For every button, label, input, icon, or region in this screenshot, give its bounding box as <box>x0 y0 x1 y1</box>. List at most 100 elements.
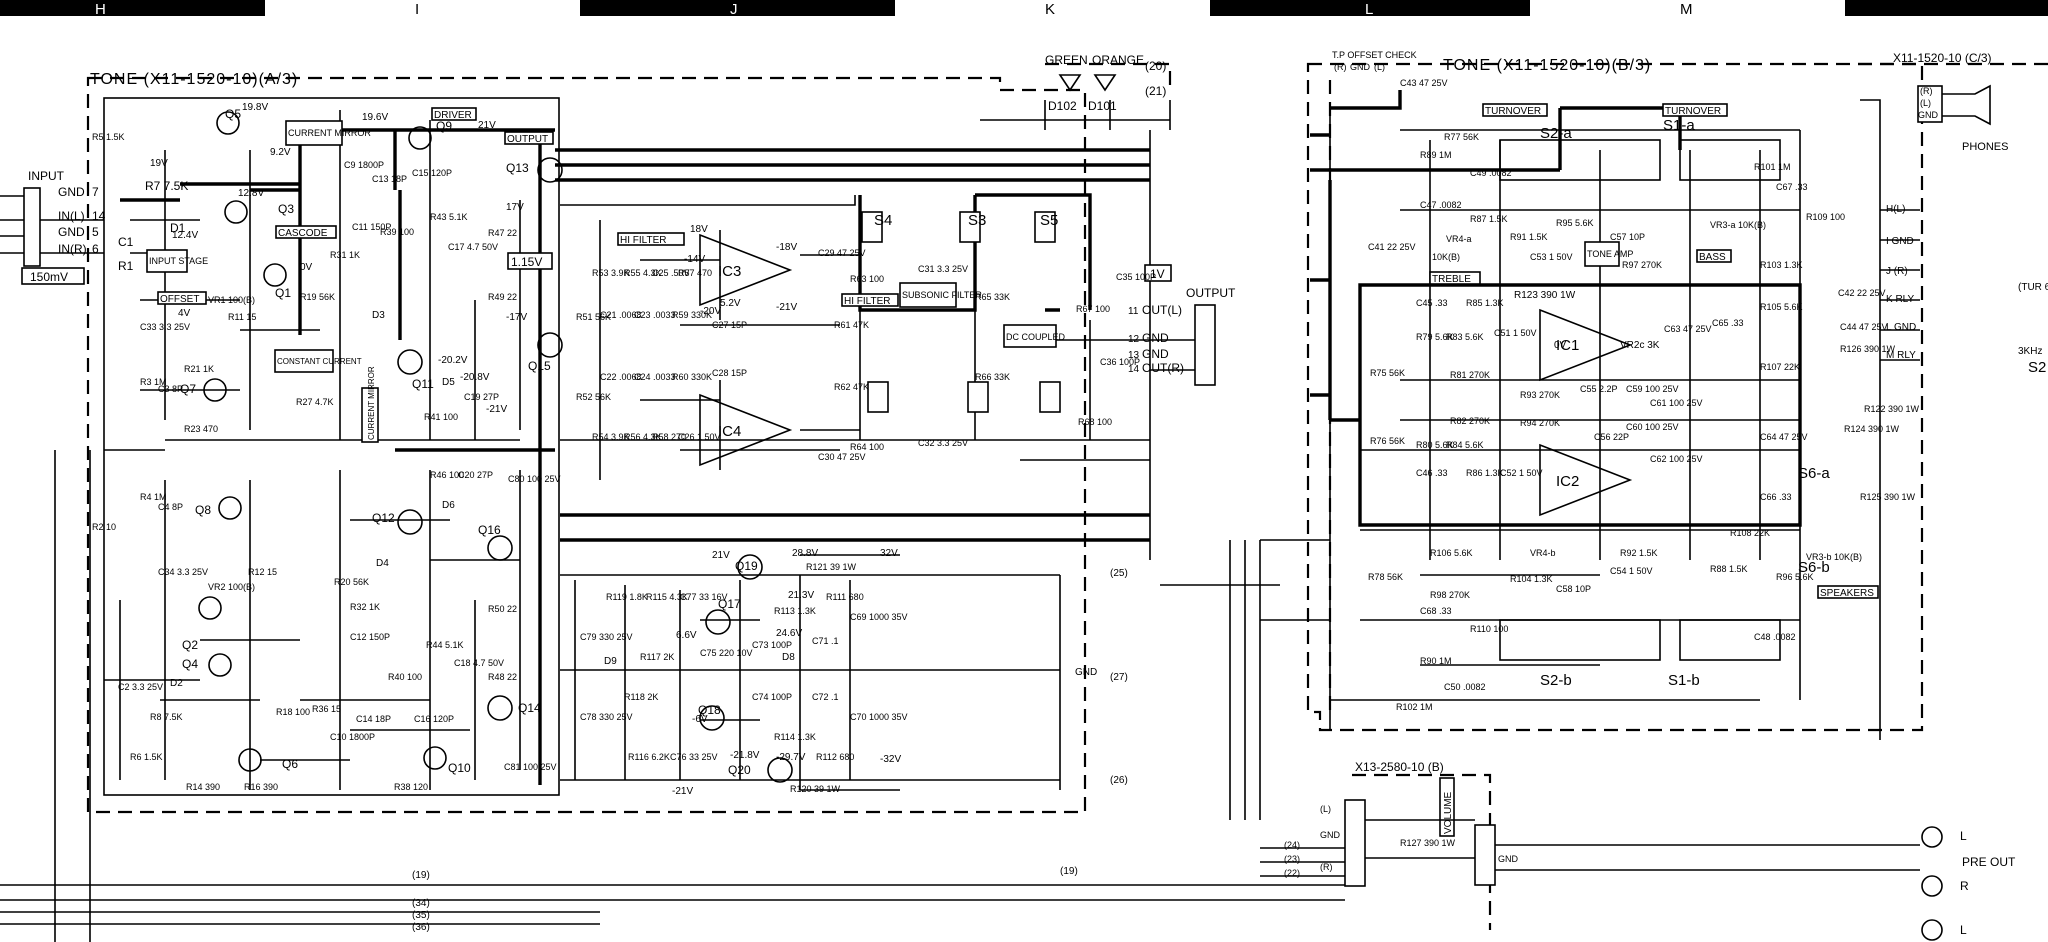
ps-m218v: -21.8V <box>730 750 760 761</box>
output-terminal: OUTPUT OUT(L) GND GND OUT(R) 11 12 13 14 <box>1128 286 1236 386</box>
comp-a-r38: R38 120 <box>394 782 428 792</box>
q8-label: Q8 <box>195 503 211 517</box>
comp-a-c20: C20 27P <box>458 470 493 480</box>
preout-r: R <box>1960 879 1969 893</box>
grid-col-k: K <box>1045 1 1055 18</box>
comp-d-r122: R126 390 1W <box>1840 344 1896 354</box>
comp-d-20v: 0V <box>1554 340 1567 351</box>
ic3-label: IC3 <box>718 263 741 280</box>
comp-d-r89: R89 1M <box>1420 150 1452 160</box>
comp-b-c22: C22 .0068 <box>600 372 642 382</box>
comp-b-c28: C28 15P <box>712 368 747 378</box>
comp-a-r47: R47 22 <box>488 228 517 238</box>
relay-j: J (R) <box>1886 266 1908 277</box>
comp-d-c56: C56 22P <box>1594 432 1629 442</box>
comp-b-r58: R58 270 <box>652 432 686 442</box>
comp-a-c9: C9 1800P <box>344 160 384 170</box>
phones-pin-r: (R) <box>1920 86 1933 96</box>
comp-c-c73: C73 100P <box>752 640 792 650</box>
ps-n26: (26) <box>1110 775 1128 786</box>
q10-label: Q10 <box>448 761 471 775</box>
switch-s2-label: S2 <box>2028 359 2046 376</box>
volume-num-23: (23) <box>1284 854 1300 864</box>
comp-c-d8: D8 <box>782 652 795 663</box>
comp-c-213v: 21.3V <box>788 590 814 601</box>
comp-d-r125: R124 390 1W <box>1844 424 1900 434</box>
comp-d-c62: C62 100 25V <box>1650 454 1703 464</box>
tone-a-wiring <box>54 110 521 942</box>
comp-a-vr2: VR2 100(B) <box>208 582 255 592</box>
led-green-label: GREEN <box>1045 53 1088 67</box>
comp-b-c31: C31 3.3 25V <box>918 264 968 274</box>
volume-num-24: (24) <box>1284 840 1300 850</box>
led-orange-label: ORANGE <box>1092 53 1144 67</box>
relay-hl: H(L) <box>1886 204 1905 215</box>
volume-num-22: (22) <box>1284 868 1300 878</box>
comp-a-c2: C2 3.3 25V <box>118 682 163 692</box>
comp-d-vr4b: R106 5.6K <box>1430 548 1473 558</box>
comp-c-c69: C69 1000 35V <box>850 612 908 622</box>
comp-c-r119: R119 1.8K <box>606 592 648 602</box>
comp-d-c41: C41 22 25V <box>1368 242 1416 252</box>
comp-a-c81: C81 100 25V <box>504 762 557 772</box>
comp-b-r62: R62 47K <box>834 382 869 392</box>
comp-d-c51: C51 1 50V <box>1494 328 1537 338</box>
comp-b-m21v: -21V <box>776 302 797 313</box>
grid-col-m: M <box>1680 1 1693 18</box>
comp-d-m215v: VR2c 3K <box>1620 340 1660 351</box>
comp-d-r92: R104 1.3K <box>1510 574 1553 584</box>
comp-d-r127: R122 390 1W <box>1864 404 1920 414</box>
volume-pin-r: (R) <box>1320 862 1333 872</box>
offset-check-pin-l: (L) <box>1374 62 1385 72</box>
comp-a-r1: R1 <box>118 259 134 273</box>
tone-a-components: R7 7.5K C1 D1 R1 12.8V 12.4V 19V 19.8V 1… <box>92 102 561 792</box>
label-current-mirror-2: CURRENT MIRROR <box>367 366 376 440</box>
output-num-11: 11 <box>1128 306 1139 317</box>
comp-c-c76: C76 33 25V <box>670 752 718 762</box>
ps-m21v: -21V <box>672 786 693 797</box>
comp-d-vr4a: VR4-a <box>1446 234 1472 244</box>
comp-d-c42: R78 56K <box>1368 572 1403 582</box>
relay-k: K RLY <box>1886 294 1914 305</box>
tone-boxed-labels: TURNOVER TURNOVER TONE AMP TREBLE BASS S… <box>1429 103 1879 599</box>
comp-d-c44: R102 1M <box>1396 702 1433 712</box>
output-pin-gnd2: GND <box>1142 347 1169 361</box>
input-title: INPUT <box>28 169 65 183</box>
q7-label: Q7 <box>180 382 196 396</box>
comp-c-66v: 6.6V <box>676 630 697 641</box>
ps-n36: (36) <box>412 922 430 933</box>
ps-n34: (34) <box>412 898 430 909</box>
comp-d-c65: C65 .33 <box>1712 318 1744 328</box>
comp-a-c14: C14 18P <box>356 714 391 724</box>
q16-label: Q16 <box>478 523 501 537</box>
ps-m32v: -32V <box>880 754 901 765</box>
comp-a-r27: R27 4.7K <box>296 397 334 407</box>
switch-s1b-label: S1-b <box>1668 672 1700 689</box>
comp-b-c21: C21 .0068 <box>600 310 642 320</box>
input-pin-gnd1: GND <box>58 185 85 199</box>
q17-label: Q17 <box>718 597 741 611</box>
volume-pin-l: (L) <box>1320 804 1331 814</box>
comp-a-21v: 21V <box>478 120 496 131</box>
q5-label: Q5 <box>225 107 241 121</box>
comp-a-c34: C34 3.3 25V <box>158 567 208 577</box>
comp-d-r86: R86 1.3K <box>1466 468 1504 478</box>
comp-b-r66: R66 33K <box>975 372 1010 382</box>
comp-d-c43: C43 47 25V <box>1400 78 1448 88</box>
switch-s2a-label: S2-a <box>1540 125 1572 142</box>
comp-a-r3: R3 1M <box>140 377 167 387</box>
comp-d-c68: R96 5.6K <box>1776 572 1814 582</box>
switch-s4-label: S4 <box>874 212 892 229</box>
comp-d-c50: R110 100 <box>1470 624 1508 634</box>
comp-c-r118: R118 2K <box>624 692 658 702</box>
offset-check-terminal: T.P OFFSET CHECK (R) GND (L) <box>1332 50 1417 72</box>
comp-d-r108: C64 47 25V <box>1760 432 1808 442</box>
q4-label: Q4 <box>182 657 198 671</box>
comp-c-d9: D9 <box>604 656 617 667</box>
comp-c-m297v: -29.7V <box>776 752 806 763</box>
comp-a-r16: R16 390 <box>244 782 278 792</box>
input-pin-gnd2: GND <box>58 225 85 239</box>
comp-d-vr3b: R88 1.5K <box>1710 564 1748 574</box>
label-constant-current: CONSTANT CURRENT <box>277 357 362 366</box>
comp-a-r14: R14 390 <box>186 782 220 792</box>
